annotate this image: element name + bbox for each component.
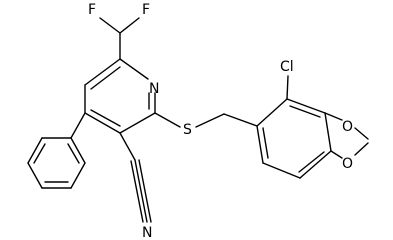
benzodioxole-ring xyxy=(256,75,369,179)
phenyl-ring xyxy=(27,112,86,189)
pyridine-nitrogen-atom: N xyxy=(149,81,159,97)
chlorine-atom: Cl xyxy=(280,59,294,75)
fluorine-atom-left: F xyxy=(88,2,96,18)
nitrile-nitrogen-atom: N xyxy=(142,225,152,240)
thioether-linker xyxy=(154,112,258,128)
fluorine-atom-right: F xyxy=(142,2,150,18)
pyridine-ring xyxy=(84,58,156,134)
dioxole-oxygen-lower: O xyxy=(342,156,353,172)
sulfur-atom: S xyxy=(183,122,192,138)
difluoromethyl-group xyxy=(99,17,140,60)
dioxole-oxygen-upper: O xyxy=(342,119,353,135)
nitrile-group xyxy=(119,132,152,223)
